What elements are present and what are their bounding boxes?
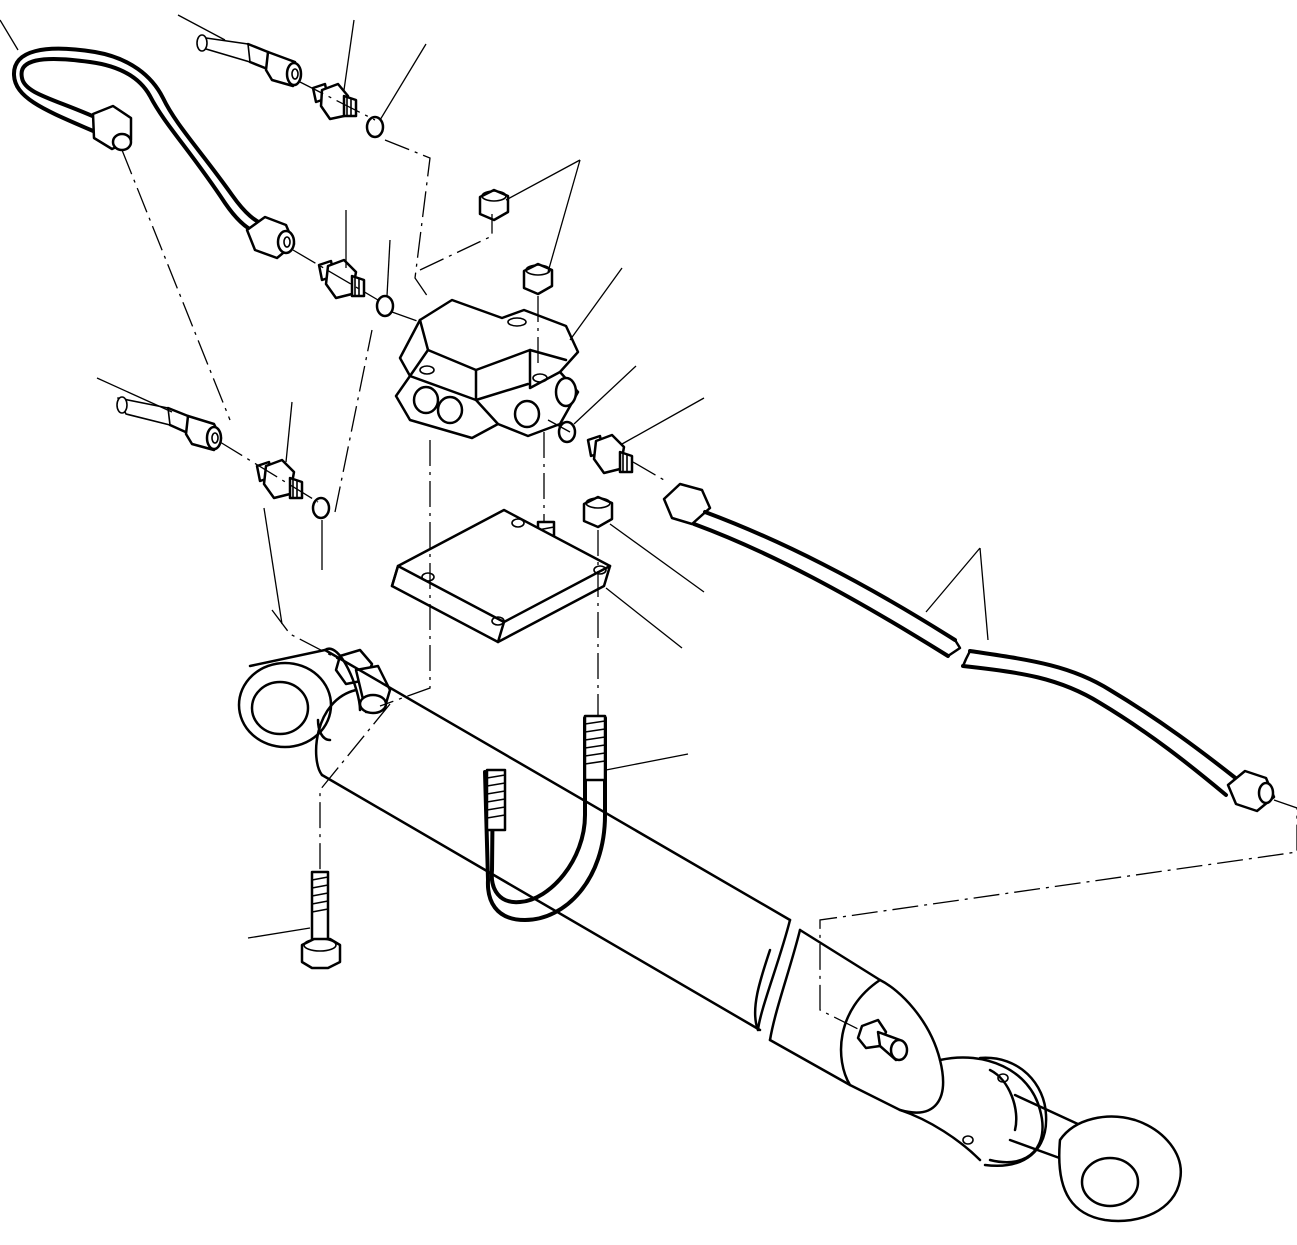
callout-leader-16: [925, 547, 989, 641]
callout-leader-10: [621, 397, 705, 445]
oring-lower: [311, 496, 331, 520]
tube-upper-left-loop: [11, 46, 296, 260]
connector-right: [586, 433, 634, 475]
connector-lower: [255, 458, 304, 500]
cylinder-port-fitting: [856, 1018, 909, 1062]
callout-leader-15: [605, 587, 683, 649]
connector-upper: [311, 82, 358, 121]
hose-middle-left: [116, 396, 223, 452]
oring-middle: [375, 294, 395, 318]
callout-leader-12: [285, 401, 293, 463]
callout-leader-18: [247, 927, 311, 939]
assembly-lines: [121, 81, 1297, 1031]
hydraulic-cylinder: [237, 647, 1183, 1223]
callout-leader-19: [263, 507, 283, 625]
hose-upper-left: [196, 34, 303, 88]
mounting-plate: [390, 508, 612, 644]
callout-leader-5: [505, 159, 581, 273]
oring-right: [557, 420, 577, 444]
tube-long-right: [662, 482, 1276, 813]
callout-leader-17: [605, 753, 689, 771]
callout-leader-14: [609, 523, 705, 593]
nut-upper-b: [522, 262, 554, 296]
callout-leaders: [0, 14, 989, 939]
callout-leader-8: [569, 267, 623, 341]
callout-leader-7: [386, 239, 391, 297]
callout-leader-11: [96, 377, 173, 413]
callout-leader-1: [0, 19, 19, 51]
nut-upper-a: [478, 188, 510, 222]
u-bolt: [483, 714, 607, 922]
connector-middle: [317, 258, 366, 300]
callout-leader-9: [573, 365, 637, 425]
oring-upper: [365, 115, 385, 139]
hex-bolt: [300, 870, 342, 970]
valve-block: [394, 298, 580, 440]
callout-leader-2: [177, 14, 226, 41]
callout-leader-3: [343, 19, 355, 91]
callout-leader-4: [379, 43, 427, 121]
nut-right: [582, 495, 614, 529]
